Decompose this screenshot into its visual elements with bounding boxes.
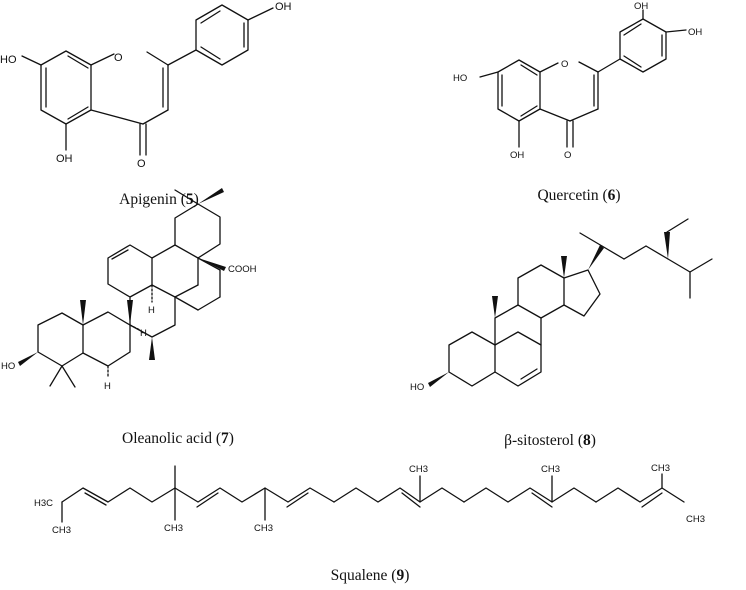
oleanolic-label-cooh: COOH	[228, 264, 257, 275]
caption-beta-sitosterol-number: 8	[583, 432, 591, 449]
caption-beta-sitosterol-name: β-sitosterol	[504, 432, 574, 449]
oleanolic-acid-structure: COOH HO H H H	[1, 188, 257, 392]
caption-oleanolic-acid-name: Oleanolic acid	[122, 430, 212, 447]
squalene-label-ch3-d: CH3	[409, 464, 428, 475]
apigenin-label-o-ring: O	[114, 52, 123, 64]
squalene-structure: H3C CH3 CH3 CH3 CH3 CH3 CH3 CH3	[34, 463, 705, 536]
apigenin-label-ho-7: HO	[0, 54, 17, 66]
quercetin-label-o-keto: O	[564, 150, 571, 161]
caption-oleanolic-acid: Oleanolic acid (7)	[122, 430, 234, 447]
quercetin-structure: HO O OH OH OH O	[453, 1, 702, 161]
squalene-label-ch3-f: CH3	[651, 463, 670, 474]
caption-quercetin-name: Quercetin	[537, 187, 599, 204]
quercetin-label-oh-5: OH	[510, 150, 524, 161]
caption-quercetin: Quercetin (6)	[537, 187, 621, 204]
caption-beta-sitosterol: β-sitosterol (8)	[504, 432, 596, 449]
quercetin-label-oh-3p: OH	[634, 1, 648, 12]
caption-apigenin-name: Apigenin	[119, 191, 177, 208]
squalene-label-ch3-g: CH3	[686, 514, 705, 525]
apigenin-label-oh-4p: OH	[275, 1, 292, 13]
sitosterol-label-ho: HO	[410, 382, 424, 393]
caption-squalene-name: Squalene	[330, 567, 388, 584]
squalene-label-ch3-b: CH3	[164, 523, 183, 534]
oleanolic-label-h-9: H	[140, 328, 147, 339]
oleanolic-label-ho: HO	[1, 361, 15, 372]
squalene-label-ch3-c: CH3	[254, 523, 273, 534]
beta-sitosterol-structure: HO	[410, 218, 713, 393]
quercetin-label-ho-7: HO	[453, 73, 467, 84]
caption-quercetin-number: 6	[607, 187, 616, 204]
oleanolic-label-h-5: H	[104, 381, 111, 392]
oleanolic-label-h-18: H	[148, 305, 155, 316]
caption-squalene-number: 9	[396, 567, 405, 584]
caption-oleanolic-acid-number: 7	[221, 430, 229, 447]
squalene-label-ch3-a: CH3	[52, 525, 71, 536]
apigenin-structure: HO O OH OH O	[0, 1, 292, 170]
caption-apigenin: Apigenin (5)	[119, 191, 199, 208]
caption-squalene: Squalene (9)	[330, 567, 410, 584]
squalene-label-h3c: H3C	[34, 498, 53, 509]
squalene-label-h3c-text: H3C	[34, 498, 53, 509]
squalene-label-ch3-e: CH3	[541, 464, 560, 475]
quercetin-label-oh-4p: OH	[688, 27, 702, 38]
quercetin-label-o-ring: O	[561, 59, 568, 70]
caption-apigenin-number: 5	[185, 191, 194, 208]
apigenin-label-oh-5: OH	[56, 153, 73, 165]
apigenin-label-o-keto: O	[137, 158, 146, 170]
